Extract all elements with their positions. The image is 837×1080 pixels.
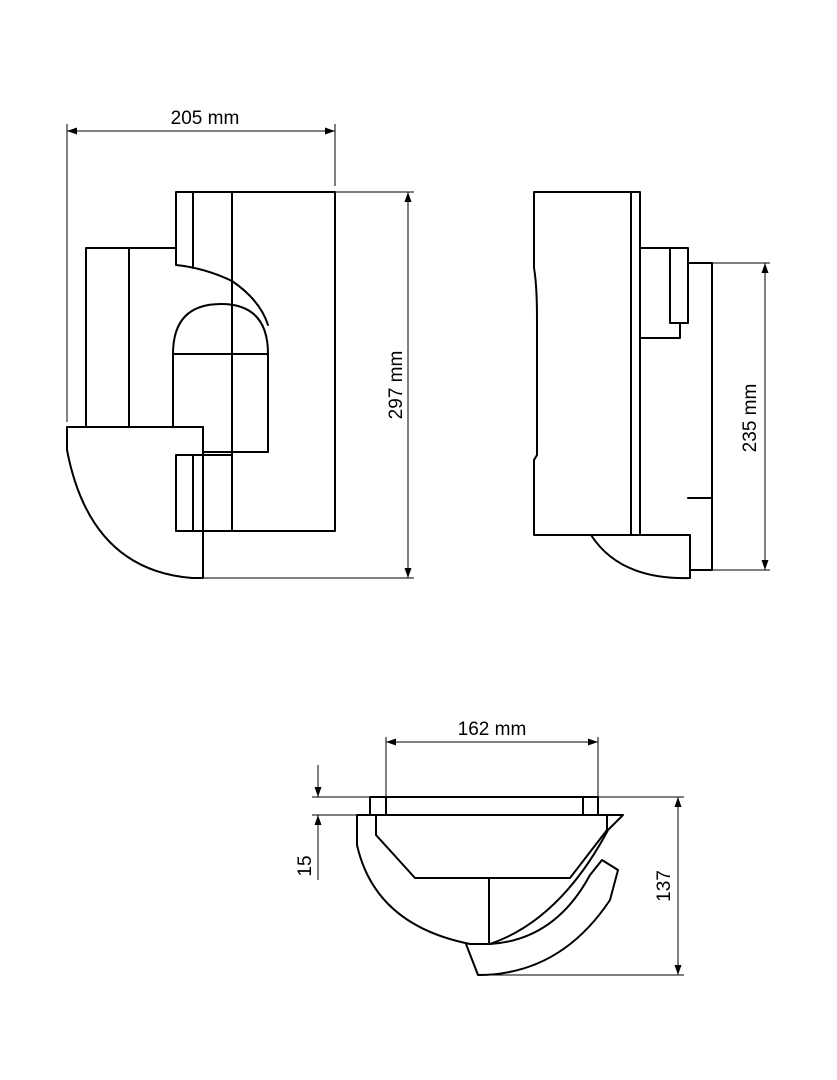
front-upper-column	[175, 191, 233, 282]
top-depth-label: 137	[654, 870, 675, 902]
side-height-dimension: 235 mm	[712, 262, 770, 571]
side-view	[533, 191, 713, 580]
front-width-label: 205 mm	[171, 108, 240, 129]
front-base-arc	[66, 426, 204, 579]
side-main-body	[533, 191, 641, 536]
top-inner-cavity	[375, 814, 608, 879]
front-window-base	[202, 426, 269, 453]
front-left-block	[85, 247, 177, 428]
top-step-label: 15	[295, 855, 316, 876]
top-width-dimension: 162 mm	[385, 719, 599, 797]
front-arch-curve	[231, 280, 269, 326]
front-view	[66, 191, 336, 579]
front-height-label: 297 mm	[386, 351, 407, 420]
top-view	[356, 796, 624, 976]
top-step-dimension: 15	[295, 765, 370, 880]
top-depth-dimension: 137	[478, 796, 684, 976]
side-height-label: 235 mm	[740, 384, 761, 453]
front-height-dimension: 297 mm	[203, 191, 414, 579]
top-plate	[369, 796, 599, 816]
front-width-dimension: 205 mm	[66, 108, 336, 422]
side-plate	[687, 262, 713, 571]
side-upper-bracket	[639, 247, 689, 339]
top-width-label: 162 mm	[458, 719, 527, 740]
front-arched-window	[172, 303, 269, 453]
side-base-arc	[590, 534, 691, 580]
top-front-lip	[465, 859, 619, 976]
front-main-body	[231, 191, 336, 532]
